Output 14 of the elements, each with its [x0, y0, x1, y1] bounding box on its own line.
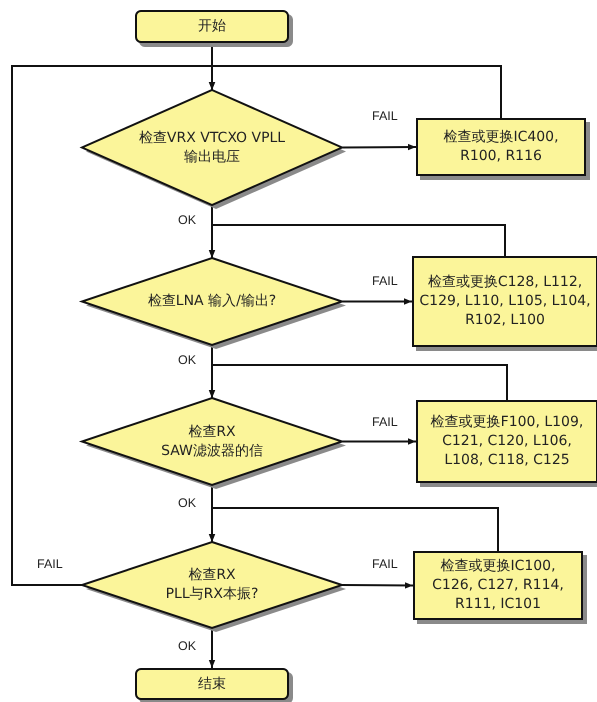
box-text: 检查或更换C128, L112, C129, L110, L105, L104, R102, L100	[418, 273, 592, 330]
box-text: 开始	[197, 17, 227, 36]
arrow	[342, 438, 416, 445]
arrow	[342, 144, 416, 150]
box-text: 结束	[197, 674, 227, 694]
arrow	[208, 224, 506, 258]
arrow	[342, 582, 413, 589]
arrow	[208, 364, 508, 400]
arrow	[342, 298, 412, 305]
arrow	[208, 628, 216, 668]
box-text: 检查或更换IC100, C126, C127, R114, R111, IC101	[431, 557, 565, 614]
box-text: 检查或更换IC400, R100, R116	[442, 128, 560, 166]
box-text: 检查或更换F100, L109, C121, C120, L106, L108, C118, C125	[430, 413, 584, 470]
arrow	[208, 507, 499, 551]
